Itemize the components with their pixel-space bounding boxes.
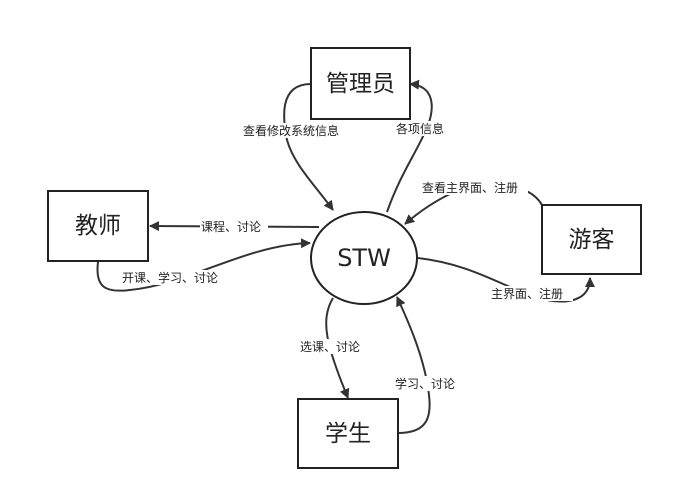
- edge-label-teacher-open: 开课、学习、讨论: [122, 270, 218, 285]
- edge-label-student-select: 选课、讨论: [300, 340, 360, 354]
- center-process-label: STW: [337, 244, 391, 272]
- edge-label-admin-info: 各项信息: [396, 121, 444, 136]
- node-student: 学生: [297, 398, 399, 469]
- edge-label-student-study: 学习、讨论: [395, 376, 455, 391]
- edge-label-visitor-main: 主界面、注册: [491, 286, 563, 301]
- edge-student-to-stw: [396, 296, 431, 434]
- node-teacher: 教师: [47, 190, 149, 262]
- edge-stw-to-student: [325, 297, 350, 399]
- edge-teacher-to-stw: [96, 238, 311, 292]
- node-visitor-label: 游客: [569, 227, 615, 253]
- center-process-stw: STW: [310, 211, 418, 305]
- edge-admin-to-stw: [283, 83, 334, 211]
- node-visitor: 游客: [541, 204, 642, 275]
- edge-label-visitor-view: 查看主界面、注册: [422, 180, 518, 195]
- node-admin-label: 管理员: [326, 71, 395, 97]
- edge-label-teacher-course: 课程、讨论: [201, 219, 261, 234]
- node-admin: 管理员: [310, 47, 411, 120]
- node-teacher-label: 教师: [75, 213, 121, 239]
- node-student-label: 学生: [325, 421, 371, 447]
- edge-label-admin-view-modify: 查看修改系统信息: [243, 123, 339, 138]
